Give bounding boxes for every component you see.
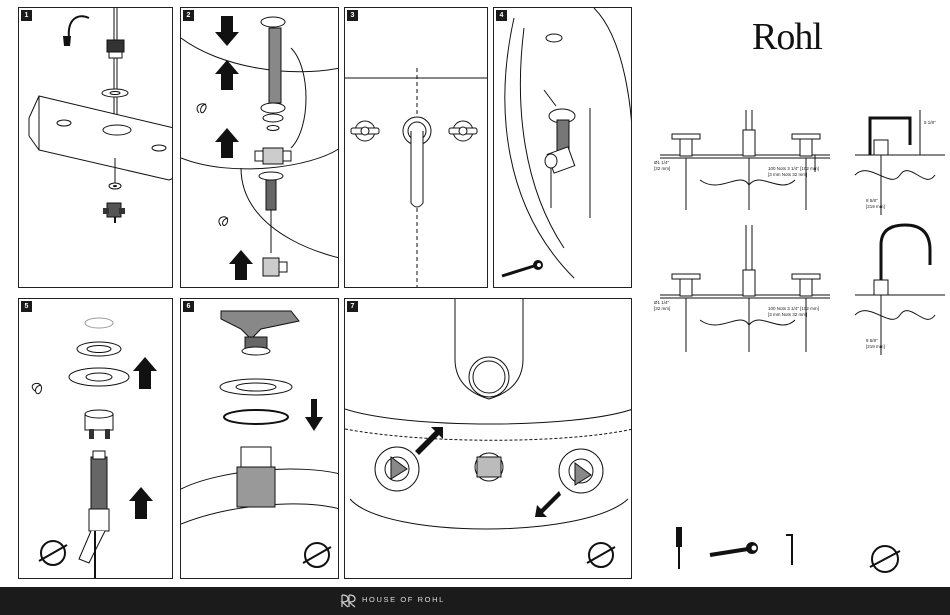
step-4-illustration <box>494 8 632 288</box>
step-7-illustration <box>345 299 632 579</box>
hex-key-icon <box>786 535 792 565</box>
rohl-logo: Rohl <box>752 15 822 59</box>
step-5-panel: 5 <box>18 298 173 579</box>
step-6-panel: 6 <box>180 298 339 579</box>
house-of-rohl-monogram-icon <box>338 591 358 611</box>
center-dim-mm: [3 mm Nots 32 mm] <box>768 312 807 317</box>
tools-row <box>650 525 950 575</box>
step-number: 4 <box>496 10 507 21</box>
wrench-icon <box>710 542 758 555</box>
right-dim-mm: [219 mm] <box>866 344 885 349</box>
left-dim-mm: [32 mm] <box>654 166 670 171</box>
step-1-panel: 1 <box>18 7 173 288</box>
center-dim-mm: [3 mm Nots 32 mm] <box>768 172 807 177</box>
spec-drawing-bottom: Ø1 1/4" [32 mm] 100 Nots 3 1/4" [102 mm]… <box>650 220 950 360</box>
step-number: 7 <box>347 301 358 312</box>
spec-drawing-top: Ø1 1/4" [32 mm] 100 Nots 3 1/4" [102 mm]… <box>650 100 950 220</box>
footer-bar: HOUSE OF ROHL <box>0 587 950 615</box>
spec-side-view-top <box>850 100 945 220</box>
step-number: 5 <box>21 301 32 312</box>
left-dim-mm: [32 mm] <box>654 306 670 311</box>
step-6-illustration <box>181 299 339 579</box>
step-number: 1 <box>21 10 32 21</box>
step-4-panel: 4 <box>493 7 632 288</box>
step-2-illustration <box>181 8 339 288</box>
left-dim: Ø1 1/4" <box>654 300 669 305</box>
step-number: 2 <box>183 10 194 21</box>
center-dim: 100 Nots 3 1/4" [102 mm] <box>768 166 819 171</box>
right-dim: 8 5/8" <box>866 338 878 343</box>
height-dim: 5 1/8" <box>924 120 936 125</box>
step-3-illustration <box>345 8 488 288</box>
center-dim: 100 Nots 3 1/4" [102 mm] <box>768 306 819 311</box>
step-5-illustration <box>19 299 173 579</box>
right-dim: 8 5/8" <box>866 198 878 203</box>
no-plumbers-tape-icon <box>870 546 900 572</box>
step-7-panel: 7 <box>344 298 632 579</box>
left-dim: Ø1 1/4" <box>654 160 669 165</box>
step-2-panel: 2 <box>180 7 339 288</box>
step-1-illustration <box>19 8 173 288</box>
step-3-panel: 3 <box>344 7 488 288</box>
footer-text: HOUSE OF ROHL <box>362 595 445 604</box>
step-number: 6 <box>183 301 194 312</box>
spec-side-view-bottom <box>850 220 945 360</box>
right-dim-mm: [219 mm] <box>866 204 885 209</box>
screwdriver-icon <box>676 527 682 569</box>
step-number: 3 <box>347 10 358 21</box>
